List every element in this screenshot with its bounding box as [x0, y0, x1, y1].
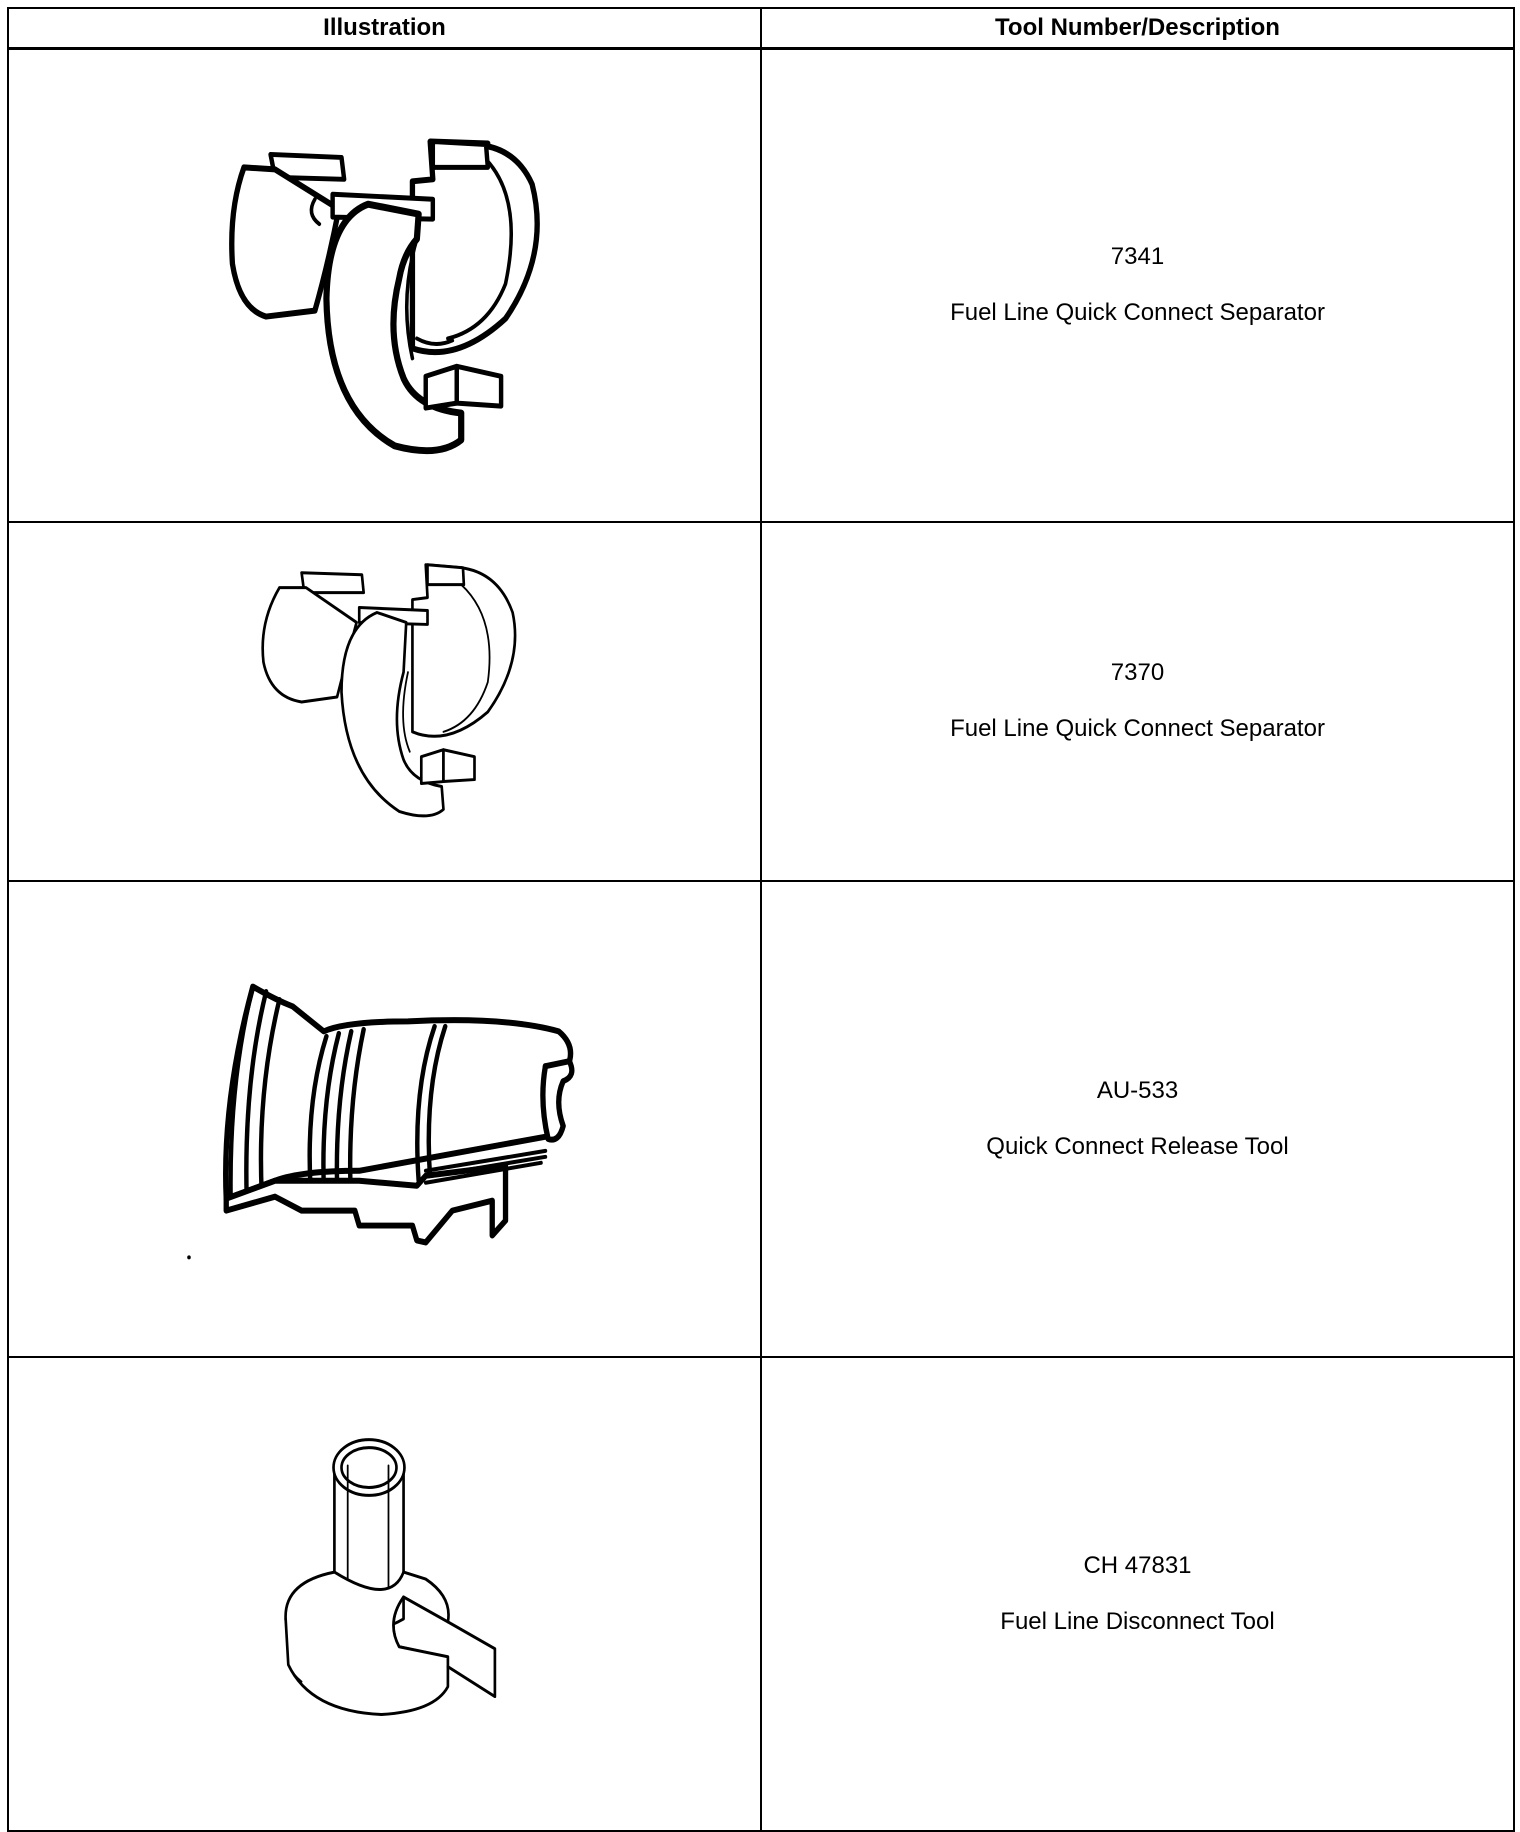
tool-number: AU-533: [1096, 1076, 1179, 1104]
illustration-cell: [7, 879, 762, 1358]
quick-connect-separator-icon: [261, 562, 517, 817]
illustration-cell: [7, 520, 762, 882]
header-row: Illustration Tool Number/Description: [7, 7, 1515, 50]
table-row: CH 47831 Fuel Line Disconnect Tool: [7, 1355, 1515, 1832]
special-tools-table: Illustration Tool Number/Description: [7, 7, 1515, 1832]
tool-description: Quick Connect Release Tool: [986, 1132, 1289, 1160]
quick-connect-separator-icon: [229, 138, 540, 455]
table-row: 7341 Fuel Line Quick Connect Separator: [7, 47, 1515, 523]
release-tool-icon: [187, 983, 575, 1259]
description-column-header: Tool Number/Description: [760, 7, 1515, 50]
table-row: 7370 Fuel Line Quick Connect Separator: [7, 520, 1515, 882]
tool-description: Fuel Line Quick Connect Separator: [950, 299, 1325, 327]
tool-number: 7370: [1110, 659, 1165, 686]
tool-number: CH 47831: [1083, 1551, 1192, 1579]
table-row: AU-533 Quick Connect Release Tool: [7, 879, 1515, 1358]
tool-number: 7341: [1110, 243, 1165, 271]
tool-description: Fuel Line Disconnect Tool: [1000, 1607, 1275, 1635]
disconnect-tool-icon: [284, 1437, 497, 1716]
tool-description: Fuel Line Quick Connect Separator: [950, 715, 1325, 742]
description-cell: 7341 Fuel Line Quick Connect Separator: [760, 47, 1515, 523]
illustration-cell: [7, 1355, 762, 1832]
illustration-column-header: Illustration: [7, 7, 762, 50]
illustration-cell: [7, 47, 762, 523]
description-cell: CH 47831 Fuel Line Disconnect Tool: [760, 1355, 1515, 1832]
description-cell: 7370 Fuel Line Quick Connect Separator: [760, 520, 1515, 882]
description-cell: AU-533 Quick Connect Release Tool: [760, 879, 1515, 1358]
